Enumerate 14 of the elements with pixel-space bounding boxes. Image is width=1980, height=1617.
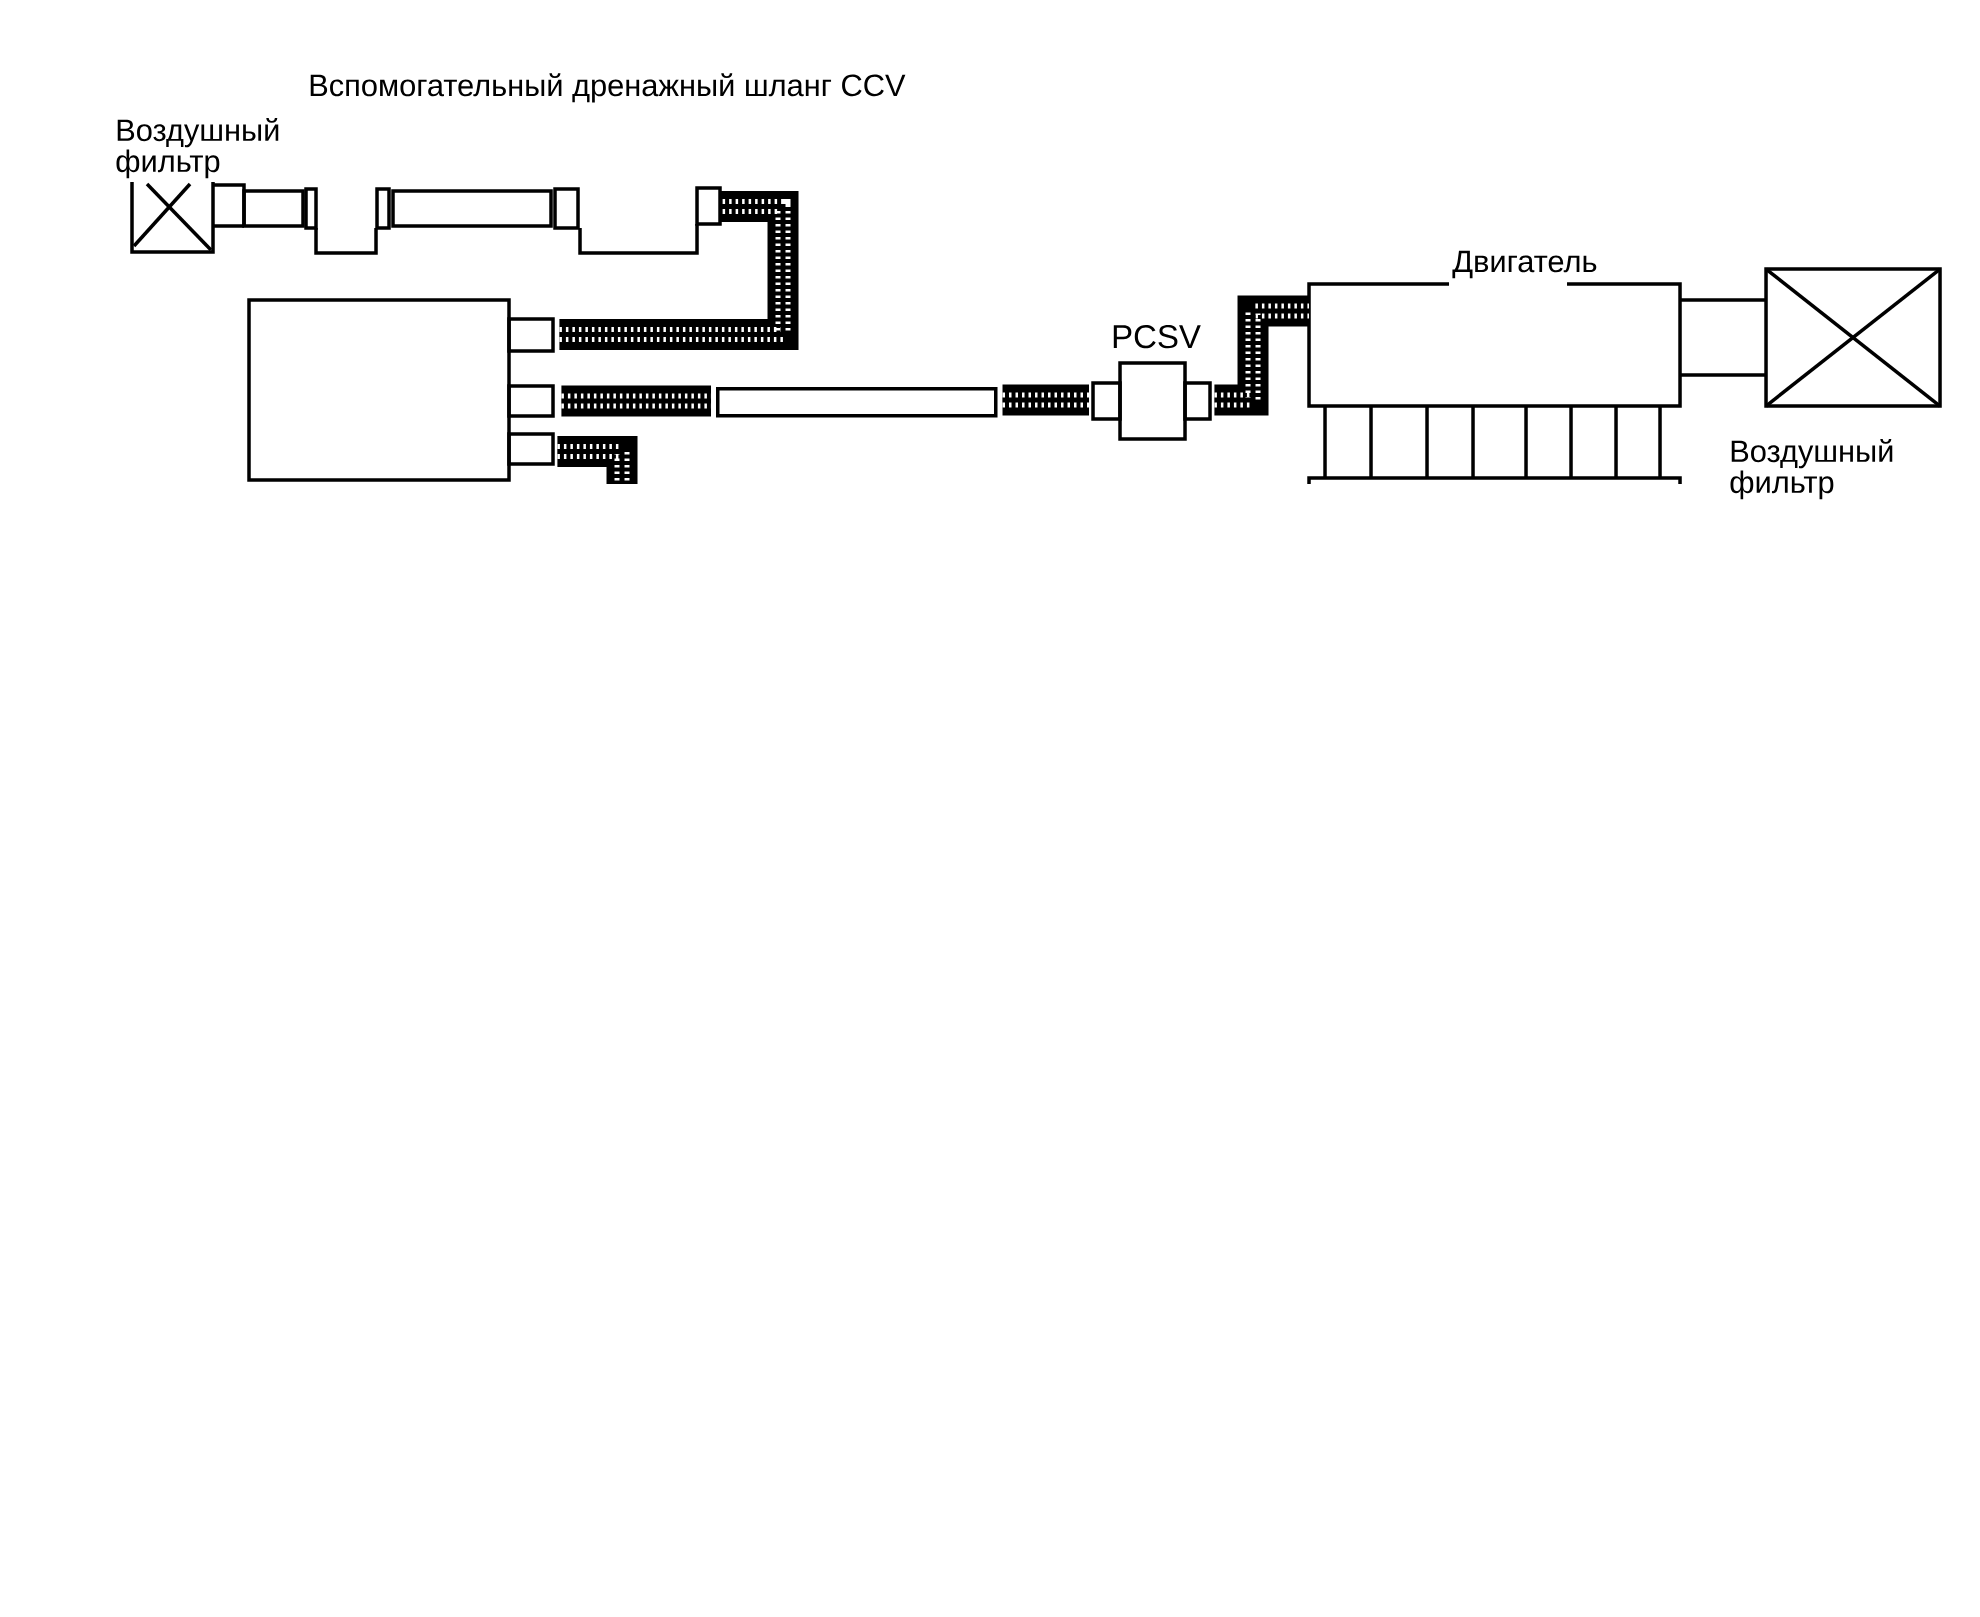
part-label: PCSV — [1113, 324, 1201, 349]
hose — [1002, 384, 1089, 416]
hose-coupler — [211, 183, 246, 228]
hose — [557, 436, 638, 484]
part-label: Двигатель — [1452, 250, 1597, 279]
hose — [561, 385, 711, 417]
part-label: Воздушный фильтр — [116, 118, 279, 179]
intake-pipe — [1678, 298, 1768, 377]
hose — [559, 191, 799, 350]
hose-assembly-drawing — [242, 186, 722, 255]
hose — [1214, 295, 1309, 416]
part-label: Воздушный фильтр — [1730, 439, 1893, 500]
tube — [716, 387, 998, 418]
part-label: Вспомогательный дренажный шланг CCV — [310, 73, 906, 103]
